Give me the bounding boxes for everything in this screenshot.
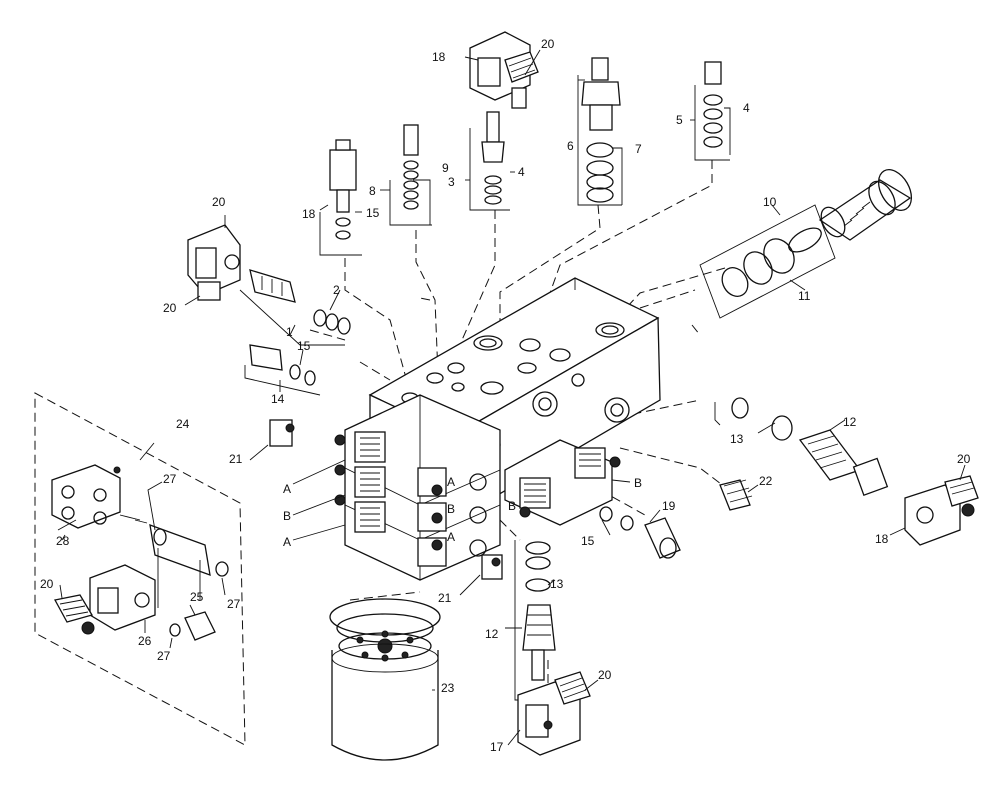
cartridge-8 [389, 124, 432, 226]
callout-26: 26 [138, 634, 152, 648]
cartridge-3 [469, 111, 510, 211]
callout-27-bottom: 27 [157, 649, 171, 663]
fitting-22 [719, 479, 753, 511]
leader-lines [59, 49, 966, 746]
cartridge-5 [694, 61, 730, 161]
valve-12-bottom [514, 540, 556, 701]
callout-A-1: A [283, 482, 291, 496]
callout-14: 14 [271, 392, 285, 406]
cartridge-6 [577, 57, 622, 206]
sensor-21-lower [481, 554, 503, 580]
callout-12-right: 12 [843, 415, 857, 429]
callout-4-right: 4 [743, 101, 750, 115]
callout-20-kit: 20 [40, 577, 54, 591]
solenoid-stack [334, 394, 501, 581]
callout-8: 8 [369, 184, 376, 198]
callout-A-3: A [447, 475, 455, 489]
callout-16: 18 [302, 207, 316, 221]
callout-18-top: 18 [432, 50, 446, 64]
sensor-21-upper [269, 419, 295, 447]
coil-18-right [904, 475, 979, 546]
callout-20-top: 20 [541, 37, 555, 51]
callout-A-2: A [283, 535, 291, 549]
kit-24-boundary [34, 392, 246, 746]
callout-20-bottom: 20 [598, 668, 612, 682]
callout-15-mid: 15 [297, 339, 311, 353]
callout-6: 6 [567, 139, 574, 153]
callout-labels: 18 20 6 7 5 4 4 3 9 8 18 15 20 20 2 1 15… [40, 37, 971, 754]
callout-21-upper: 21 [229, 452, 243, 466]
valve-1 [239, 269, 351, 346]
callout-4-center: 4 [518, 165, 525, 179]
filter-23 [329, 598, 441, 761]
callout-13-right: 13 [730, 432, 744, 446]
callout-2: 2 [333, 283, 340, 297]
callout-24: 24 [176, 417, 190, 431]
callout-18-right: 18 [875, 532, 889, 546]
callout-7: 7 [635, 142, 642, 156]
coil-18-bottom [517, 671, 591, 756]
callout-A-4: A [447, 530, 455, 544]
callout-15-top: 15 [366, 206, 380, 220]
top-coil-18 [469, 31, 539, 109]
kit-24-contents [51, 464, 229, 641]
callout-12-bottom: 12 [485, 627, 499, 641]
callout-23: 23 [441, 681, 455, 695]
callout-27-top: 27 [163, 472, 177, 486]
callout-20-left: 20 [163, 301, 177, 315]
callout-5: 5 [676, 113, 683, 127]
callout-11: 11 [798, 289, 811, 303]
callout-13-bottom: 13 [550, 577, 564, 591]
cartridge-16 [319, 139, 362, 256]
callout-9: 9 [442, 161, 449, 175]
callout-B-1: B [283, 509, 291, 523]
callout-1: 1 [286, 325, 293, 339]
valve-14 [244, 344, 321, 396]
callout-25: 25 [190, 590, 204, 604]
callout-15-right: 15 [581, 534, 595, 548]
callout-B-2: B [447, 502, 455, 516]
valve-12-right [714, 397, 889, 497]
callout-B-4: B [634, 476, 642, 490]
callout-B-3: B [508, 499, 516, 513]
callout-20-right: 20 [957, 452, 971, 466]
callout-19: 20 [212, 195, 226, 209]
callout-22: 22 [759, 474, 773, 488]
callout-17: 19 [662, 499, 676, 513]
callout-10: 10 [763, 195, 777, 209]
callout-3: 3 [448, 175, 455, 189]
callout-28: 28 [56, 534, 70, 548]
right-solenoid-section [504, 439, 621, 526]
valve-17 [599, 506, 681, 559]
callout-21-lower: 21 [438, 591, 452, 605]
left-coil-19 [187, 224, 241, 301]
callout-18-bottom: 17 [490, 740, 504, 754]
cartridge-assembly-10 [699, 169, 913, 319]
callout-27-right: 27 [227, 597, 241, 611]
